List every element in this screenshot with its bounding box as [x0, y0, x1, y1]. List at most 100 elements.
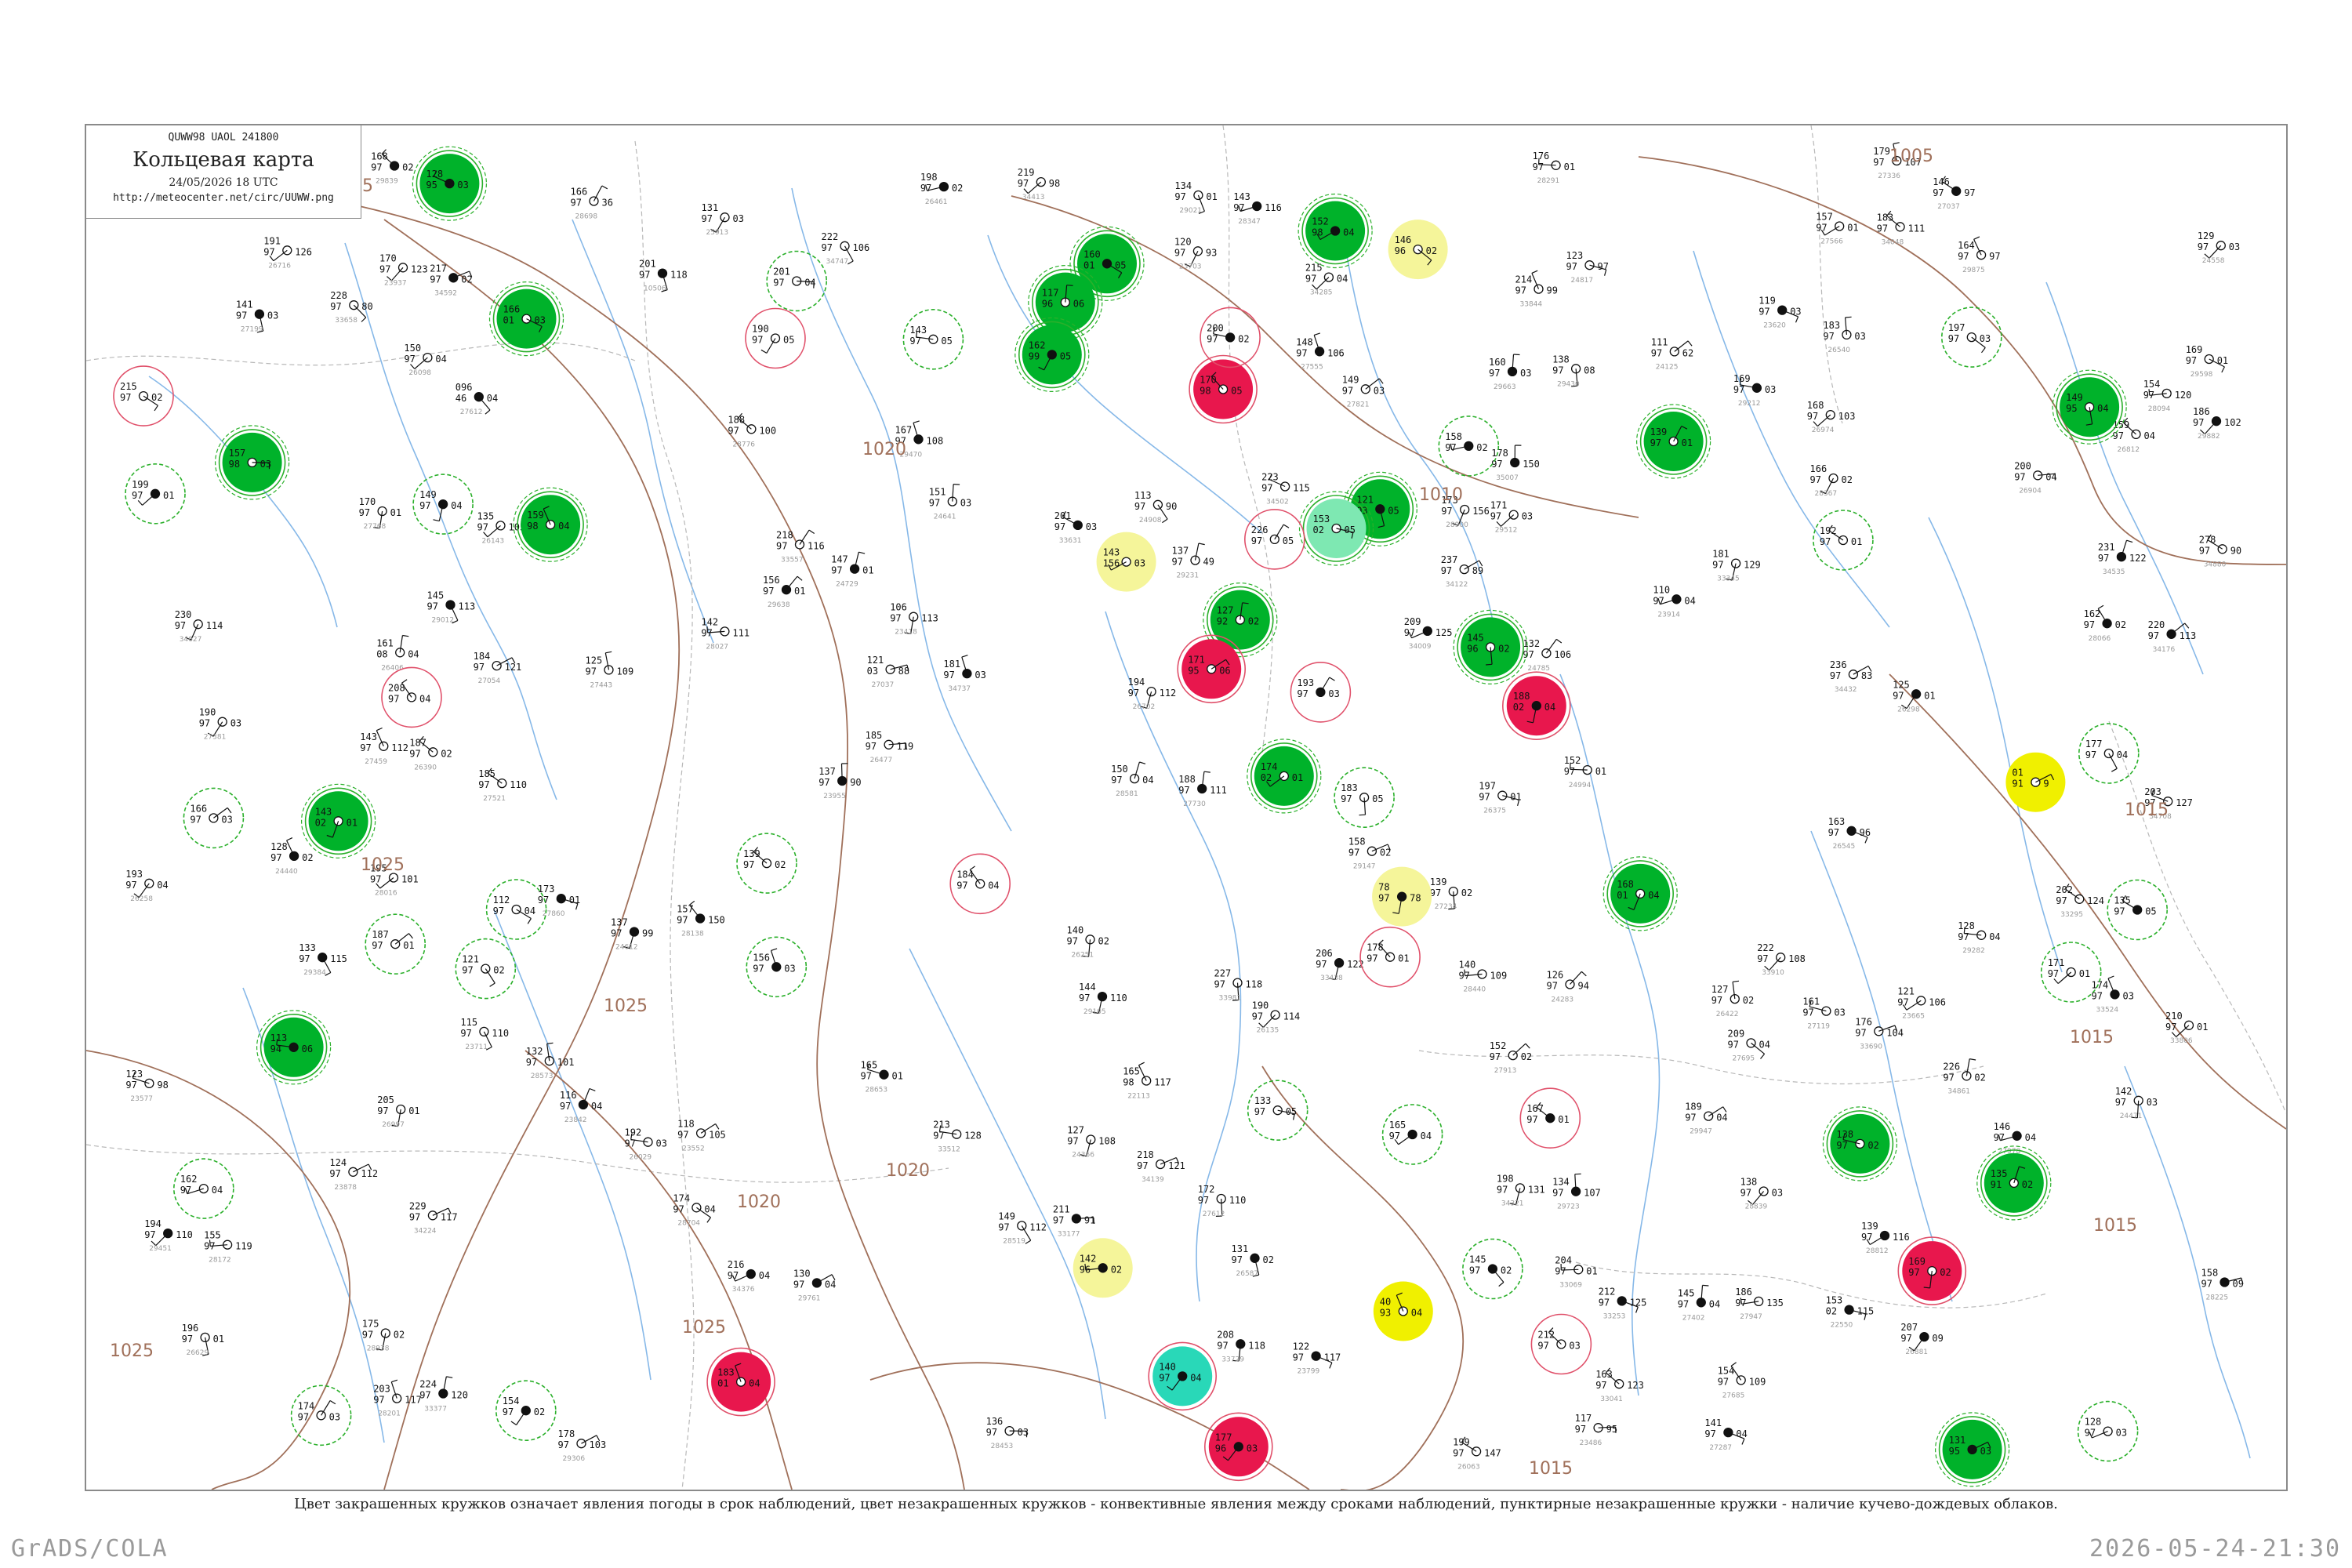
weather-station[interactable]: 161970327119 [1802, 996, 1845, 1031]
weather-station[interactable]: 150970426098 [404, 343, 446, 377]
weather-station[interactable]: 176970128291 [1533, 151, 1575, 185]
weather-station[interactable]: 1359705 [2107, 879, 2168, 941]
weather-station[interactable]: 1279710824366 [1067, 1125, 1116, 1160]
weather-station[interactable]: 1439711227459 [360, 727, 408, 766]
weather-station[interactable]: 1399711628812 [1861, 1221, 1910, 1255]
weather-station[interactable]: 209970427695 [1728, 1028, 1770, 1062]
weather-station[interactable]: 1859711027521 [478, 768, 527, 803]
weather-station[interactable]: 1489710627555 [1296, 332, 1345, 371]
weather-station[interactable]: 1439711628347 [1233, 191, 1282, 226]
weather-station[interactable]: 1469602 [1388, 220, 1448, 280]
weather-station[interactable]: 2189712134139 [1137, 1149, 1185, 1184]
weather-station[interactable]: 1699702 [1897, 1236, 1967, 1305]
weather-station[interactable]: 1499504 [2052, 369, 2127, 445]
weather-station[interactable]: 278979034880 [2199, 534, 2241, 568]
weather-station[interactable]: 205970126997 [377, 1094, 419, 1129]
weather-station[interactable]: 152970124994 [1564, 755, 1606, 789]
weather-station[interactable]: 2309711434627 [175, 609, 223, 644]
weather-station[interactable]: 1549710927685 [1718, 1362, 1766, 1400]
weather-station[interactable]: 1629704 [173, 1158, 234, 1219]
weather-station[interactable]: 166973628698 [571, 185, 613, 221]
weather-station[interactable]: 219979834413 [1018, 167, 1060, 201]
weather-station[interactable]: 1909711426135 [1252, 1000, 1301, 1035]
weather-station[interactable]: 1999701 [125, 463, 186, 524]
weather-station[interactable]: 2159702 [113, 365, 174, 426]
weather-station[interactable]: 127970226422 [1711, 980, 1754, 1018]
weather-station[interactable]: 168970229839 [371, 149, 414, 186]
weather-station[interactable]: 210970133806 [2165, 1011, 2208, 1045]
weather-station[interactable]: 121038827037 [867, 655, 909, 689]
weather-station[interactable]: 1439705 [902, 308, 964, 370]
weather-station[interactable]: 1629905 [1014, 317, 1090, 392]
weather-station[interactable]: 1329710128573 [526, 1042, 575, 1080]
weather-station[interactable]: 1459702 [1462, 1238, 1523, 1300]
weather-station[interactable]: 1529804 [1298, 193, 1373, 269]
weather-station[interactable]: 1659811722113 [1123, 1062, 1171, 1101]
weather-station[interactable]: 215970434285 [1305, 263, 1348, 297]
weather-station[interactable]: 1409704 [1148, 1341, 1217, 1411]
weather-station[interactable]: 196970126629 [182, 1323, 224, 1357]
weather-station[interactable]: 190970327381 [199, 707, 241, 742]
weather-station[interactable]: 1679710829470 [895, 420, 944, 459]
weather-station[interactable]: 1499704 [412, 474, 474, 535]
weather-station[interactable]: 2009702 [1200, 307, 1261, 368]
weather-station[interactable]: 1709805 [1189, 354, 1258, 424]
weather-station[interactable]: 128970224440 [270, 837, 314, 876]
weather-station[interactable]: 214979933844 [1515, 270, 1558, 309]
weather-station[interactable]: 1219710623665 [1897, 985, 1946, 1020]
weather-station[interactable]: 1359710526143 [477, 510, 526, 545]
weather-station[interactable]: 116970423842 [560, 1087, 602, 1125]
weather-station[interactable]: 129970324558 [2198, 230, 2240, 265]
weather-station[interactable]: 228978033658 [330, 290, 372, 325]
weather-station[interactable]: 128970429282 [1958, 920, 2000, 955]
weather-station[interactable]: 123979724817 [1566, 250, 1609, 285]
weather-station[interactable]: 1399702 [736, 833, 797, 894]
weather-station[interactable]: 137974929231 [1172, 543, 1214, 580]
weather-station[interactable]: 207970926881 [1900, 1322, 1943, 1356]
weather-station[interactable]: 1929701 [1813, 510, 1874, 571]
weather-station[interactable]: 163979626545 [1828, 816, 1871, 851]
weather-station[interactable]: 2089711833729 [1217, 1329, 1265, 1363]
weather-station[interactable]: 1589702 [1438, 416, 1500, 477]
weather-station[interactable]: 1949711226702 [1128, 677, 1177, 711]
weather-station[interactable]: 2099712534009 [1404, 616, 1453, 651]
weather-station[interactable]: 1739715628900 [1441, 495, 1490, 529]
weather-station[interactable]: 217970234592 [430, 263, 472, 297]
weather-station[interactable]: 139970227234 [1430, 877, 1472, 911]
weather-station[interactable]: 189970429947 [1685, 1102, 1727, 1136]
weather-station[interactable]: 119970323620 [1759, 296, 1801, 330]
weather-station[interactable]: 1339711529384 [299, 942, 347, 977]
weather-station[interactable]: 096460427612 [456, 382, 498, 416]
weather-station[interactable]: 146979727037 [1933, 176, 1976, 211]
weather-station[interactable]: 237978934122 [1441, 554, 1483, 589]
weather-station[interactable]: 1680104 [1602, 856, 1678, 931]
weather-station[interactable]: 1179606 [1028, 265, 1103, 340]
weather-station[interactable]: 1129704 [485, 879, 547, 940]
weather-station[interactable]: 174970333524 [2092, 975, 2134, 1014]
weather-station[interactable]: 1789710329306 [558, 1428, 607, 1463]
weather-station[interactable]: 409304 [1373, 1281, 1433, 1341]
weather-station[interactable]: 2229710634747 [822, 231, 870, 266]
weather-station[interactable]: 160970329663 [1489, 354, 1531, 391]
weather-station[interactable]: 123979823577 [125, 1069, 168, 1103]
weather-station[interactable]: 1949711029451 [144, 1218, 193, 1253]
weather-station[interactable]: 2039712734708 [2144, 786, 2193, 821]
weather-station[interactable]: 2269705 [1244, 509, 1305, 570]
weather-station[interactable]: 14315603 [1096, 532, 1156, 592]
weather-station[interactable]: 1889711127730 [1178, 771, 1227, 808]
weather-station[interactable]: 146970427978 [1994, 1121, 2036, 1156]
weather-station[interactable]: 1289703 [2077, 1400, 2139, 1462]
weather-station[interactable]: 187970226390 [409, 735, 452, 771]
weather-station[interactable]: 171970329512 [1490, 500, 1533, 535]
weather-station[interactable]: 1979703 [1941, 307, 2002, 368]
weather-station[interactable]: 1399701 [1635, 404, 1711, 479]
weather-station[interactable]: 142970324471 [2115, 1086, 2158, 1120]
weather-station[interactable]: 1449711029105 [1079, 982, 1127, 1016]
weather-station[interactable]: 2319712234535 [2098, 539, 2147, 576]
weather-station[interactable]: 1789701 [1359, 926, 1421, 988]
weather-station[interactable]: 2129703 [1530, 1313, 1592, 1375]
weather-station[interactable]: 1530205 [1298, 491, 1374, 566]
weather-station[interactable]: 138970829430 [1552, 354, 1595, 388]
weather-station[interactable]: 1869713527947 [1735, 1287, 1784, 1321]
weather-station[interactable]: 1669703 [183, 787, 245, 849]
